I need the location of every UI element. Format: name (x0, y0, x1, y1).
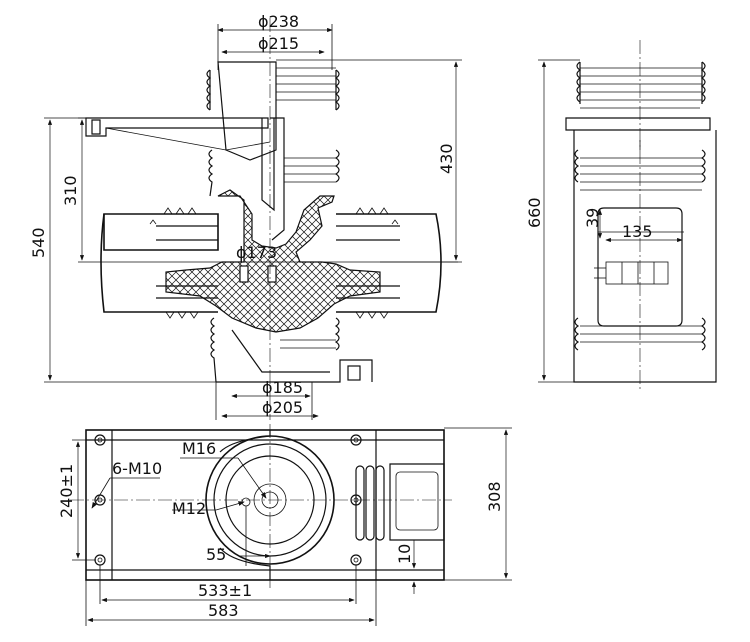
terminal-plate (85, 117, 285, 241)
insulation-section (165, 189, 381, 333)
plan-view: M16 M12 6-M10 55 240±1 308 10 533±1 (57, 424, 512, 626)
dim-d215: ϕ215 (258, 34, 299, 53)
top-bushing (206, 59, 340, 161)
dim-h430: 430 (437, 143, 456, 174)
dim-h310: 310 (61, 175, 80, 206)
dim-h540: 540 (29, 227, 48, 258)
side-view: 135 39 660 (525, 40, 717, 392)
dim-h308: 308 (485, 481, 504, 512)
dim-w533: 533±1 (198, 581, 252, 600)
dim-h39: 39 (583, 208, 602, 228)
dim-d10: 10 (395, 544, 414, 564)
front-section-view: ϕ238 ϕ215 ϕ173 ϕ185 ϕ205 430 310 540 (29, 12, 462, 420)
lower-bushing (210, 317, 373, 383)
label-m12: M12 (172, 499, 206, 518)
main-body (100, 207, 442, 319)
dim-w583: 583 (208, 601, 239, 620)
dim-w135: 135 (622, 222, 653, 241)
dim-h240: 240±1 (57, 464, 76, 518)
dim-d173: ϕ173 (236, 243, 277, 262)
dim-d55: 55 (206, 545, 226, 564)
dim-h660: 660 (525, 197, 544, 228)
dim-d238: ϕ238 (258, 12, 299, 31)
dim-d185: ϕ185 (262, 378, 303, 397)
label-m16: M16 (182, 439, 216, 458)
dim-d205: ϕ205 (262, 398, 303, 417)
label-6-m10: 6-M10 (112, 459, 162, 478)
